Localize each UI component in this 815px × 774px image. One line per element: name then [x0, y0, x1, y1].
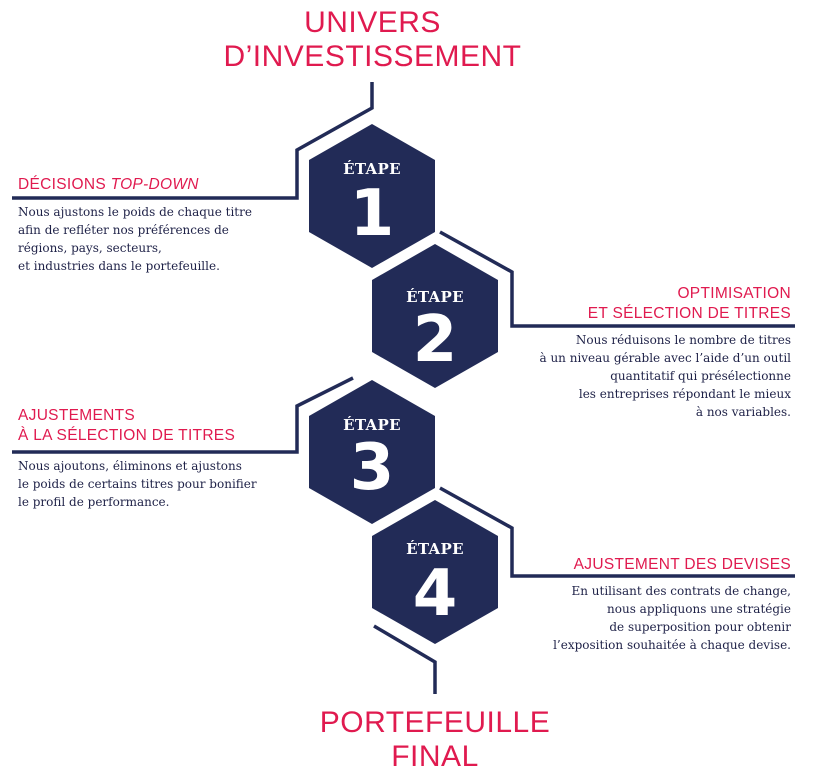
hexagon-step-3: [309, 380, 435, 524]
step-1-body-line: Nous ajustons le poids de chaque titre: [18, 205, 252, 219]
step-1-label: ÉTAPE: [343, 160, 401, 178]
step-4-title-line: AJUSTEMENT DES DEVISES: [573, 556, 791, 573]
step-1-body-line: et industries dans le portefeuille.: [18, 259, 220, 273]
step-2-title-line: OPTIMISATION: [677, 285, 791, 302]
step-3-title-line: AJUSTEMENTS: [18, 407, 135, 424]
hexagon-step-2: [372, 244, 498, 388]
step-2-label: ÉTAPE: [406, 288, 464, 306]
page-title: UNIVERS D’INVESTISSEMENT: [200, 6, 545, 74]
step-4-body-line: En utilisant des contrats de change,: [571, 584, 791, 598]
step-3-title-line: À LA SÉLECTION DE TITRES: [18, 427, 236, 444]
footer-line-2: FINAL: [391, 740, 479, 773]
step-1-title: DÉCISIONS TOP-DOWN: [18, 175, 298, 195]
step-3-description: Nous ajoutons, éliminons et ajustons le …: [18, 457, 298, 511]
footer-line-1: PORTEFEUILLE: [319, 706, 551, 739]
step-4-description: En utilisant des contrats de change, nou…: [495, 582, 791, 654]
step-1-description: Nous ajustons le poids de chaque titre a…: [18, 203, 298, 275]
connector-step3: [12, 376, 354, 454]
step-2-body-line: à nos variables.: [695, 405, 791, 419]
hexagon-step-4: [372, 500, 498, 644]
step-2-description: Nous réduisons le nombre de titres à un …: [495, 331, 791, 421]
step-3-body-line: Nous ajoutons, éliminons et ajustons: [18, 459, 242, 473]
step-1-number: 1: [349, 177, 395, 251]
title-line-2: D’INVESTISSEMENT: [223, 40, 522, 73]
step-2-body-line: à un niveau gérable avec l’aide d’un out…: [539, 351, 791, 365]
connector-bottom: [373, 624, 437, 694]
step-3-body-line: le profil de performance.: [18, 495, 170, 509]
step-4-title: AJUSTEMENT DES DEVISES: [515, 555, 791, 575]
step-3-label: ÉTAPE: [343, 416, 401, 434]
step-2-body-line: les entreprises répondant le mieux: [578, 387, 791, 401]
step-2-number: 2: [412, 303, 458, 377]
step-2-body-line: quantitatif qui présélectionne: [610, 369, 791, 383]
step-1-title-italic: TOP-DOWN: [110, 176, 199, 193]
step-4-body-line: nous appliquons une stratégie: [607, 602, 791, 616]
step-4-body-line: l’exposition souhaitée à chaque devise.: [553, 638, 791, 652]
connector-step4: [439, 486, 795, 578]
step-3-number: 3: [349, 431, 395, 505]
step-2-title-line: ET SÉLECTION DE TITRES: [587, 305, 791, 322]
step-3-body-line: le poids de certains titres pour bonifie…: [18, 477, 257, 491]
step-1-body-line: afin de refléter nos préférences de: [18, 223, 229, 237]
final-portfolio-title: PORTEFEUILLE FINAL: [262, 706, 608, 774]
step-2-title: OPTIMISATION ET SÉLECTION DE TITRES: [515, 284, 791, 324]
connector-top: [12, 82, 374, 200]
title-line-1: UNIVERS: [304, 6, 441, 39]
step-2-body-line: Nous réduisons le nombre de titres: [575, 333, 791, 347]
connector-step2: [439, 230, 795, 328]
hexagon-step-1: [309, 124, 435, 268]
step-3-title: AJUSTEMENTS À LA SÉLECTION DE TITRES: [18, 406, 298, 446]
step-4-number: 4: [412, 557, 458, 631]
step-4-label: ÉTAPE: [406, 540, 464, 558]
step-1-title-plain: DÉCISIONS: [18, 176, 111, 193]
step-4-body-line: de superposition pour obtenir: [609, 620, 791, 634]
step-1-body-line: régions, pays, secteurs,: [18, 241, 162, 255]
